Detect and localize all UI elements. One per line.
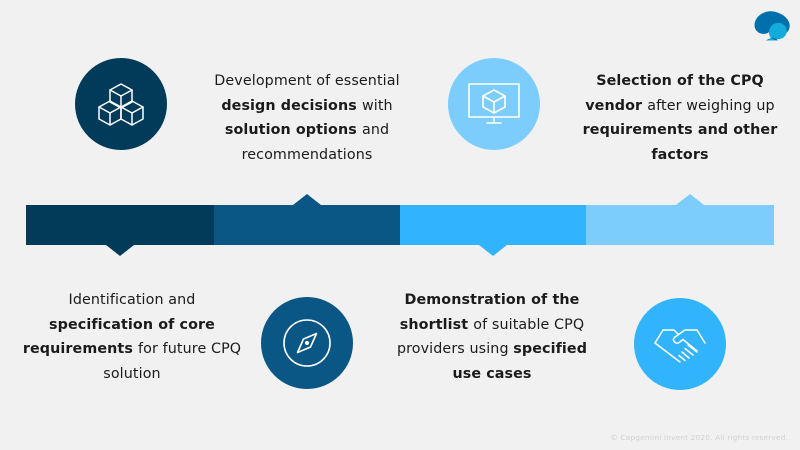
process-bar-segment-1[interactable]: [26, 205, 214, 245]
body-text: after weighing up: [647, 97, 775, 114]
capgemini-invent-logo: [748, 8, 792, 48]
segment-4-up-marker: [676, 194, 704, 205]
compass-icon: [281, 317, 333, 369]
cubes-icon: [96, 81, 146, 127]
step-2-icon-circle: [75, 58, 167, 150]
monitor-cube-icon: [467, 82, 521, 126]
step-2-text: Development of essential design decision…: [192, 69, 422, 167]
emphasis-text: Demonstration of the shortlist: [399, 292, 580, 333]
step-4-icon-circle: [448, 58, 540, 150]
emphasis-text: Selection of the CPQ vendor: [585, 73, 764, 114]
process-bar-segment-4[interactable]: [586, 205, 774, 245]
step-1-icon-circle: [261, 297, 353, 389]
segment-1-down-marker: [106, 245, 134, 256]
body-text: with: [361, 97, 393, 114]
process-bar-segment-3[interactable]: [400, 205, 586, 245]
body-text: Identification and: [68, 292, 196, 308]
segment-3-down-marker: [479, 245, 507, 256]
step-1-text: Identification and specification of core…: [18, 288, 246, 386]
process-bar-segment-2[interactable]: [214, 205, 400, 245]
emphasis-text: specification of core requirements: [22, 316, 215, 358]
segment-2-up-marker: [293, 194, 321, 205]
step-3-text: Demonstration of the shortlist of suitab…: [388, 288, 596, 386]
process-bar: [26, 194, 774, 256]
body-text: Development of essential: [214, 73, 400, 89]
body-text: of suitable CPQ providers using: [396, 316, 585, 358]
step-4-text: Selection of the CPQ vendor after weighi…: [566, 69, 794, 167]
body-text: and recommendations: [241, 122, 390, 163]
handshake-icon: [652, 321, 708, 367]
emphasis-text: design decisions: [221, 97, 362, 114]
emphasis-text: requirements and other factors: [582, 122, 778, 163]
copyright-notice: © Capgemini Invent 2020. All rights rese…: [610, 433, 788, 442]
emphasis-text: specified use cases: [452, 341, 588, 382]
step-3-icon-circle: [634, 298, 726, 390]
emphasis-text: solution options: [224, 122, 362, 139]
body-text: for future CPQ solution: [103, 341, 242, 382]
